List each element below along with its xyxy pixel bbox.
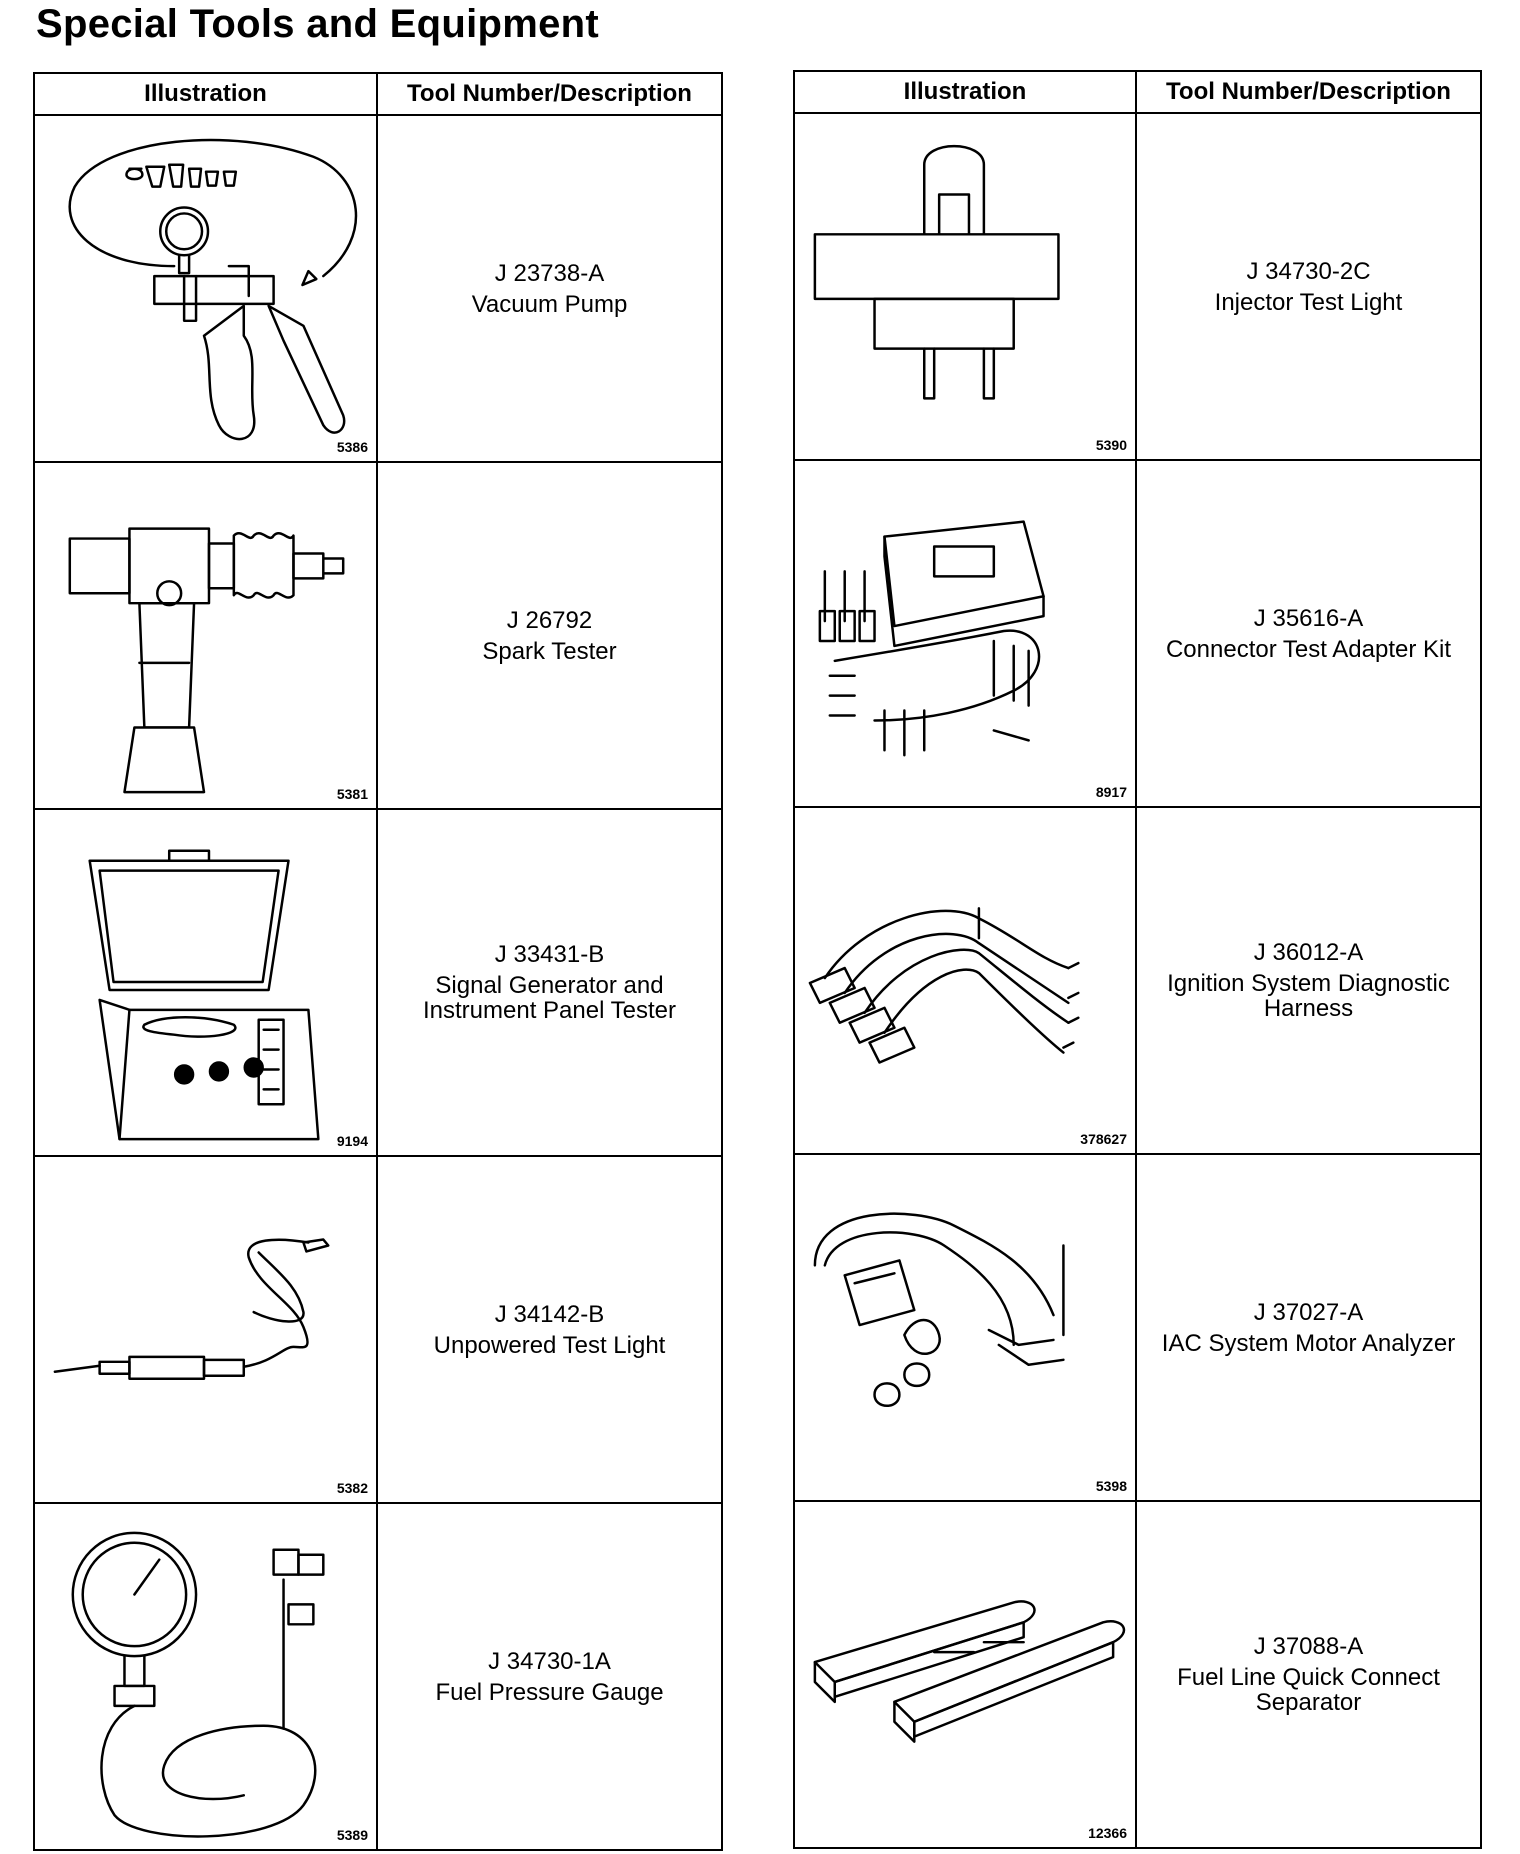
tool-description-cell: J 36012-A Ignition System Diagnostic Har… xyxy=(1135,806,1482,1155)
illustration-cell: 5382 xyxy=(33,1155,378,1504)
diagnostic-harness-icon xyxy=(808,907,1080,1064)
illustration-cell: 9194 xyxy=(33,808,378,1157)
iac-analyzer-icon xyxy=(813,1212,1065,1408)
figure-number: 5382 xyxy=(336,1480,368,1496)
figure-number: 5389 xyxy=(336,1827,368,1843)
tool-description-cell: J 33431-B Signal Generator and Instrumen… xyxy=(376,808,723,1157)
figure-number: 9194 xyxy=(336,1133,368,1149)
illustration-cell: 378627 xyxy=(793,806,1137,1155)
illustration-header: Illustration xyxy=(793,70,1137,114)
tool-number-header: Tool Number/Description xyxy=(376,72,723,116)
illustration-cell: 5386 xyxy=(33,114,378,463)
tool-description: IAC System Motor Analyzer xyxy=(1161,1329,1456,1357)
table-row: 5386 J 23738-A Vacuum Pump xyxy=(33,114,723,463)
tool-description: Vacuum Pump xyxy=(471,290,628,318)
figure-number: 378627 xyxy=(1080,1131,1127,1147)
tool-number: J 33431-B xyxy=(494,941,605,968)
tool-description: Unpowered Test Light xyxy=(433,1331,666,1359)
tool-description: Fuel Pressure Gauge xyxy=(435,1678,664,1706)
figure-number: 12366 xyxy=(1088,1825,1127,1841)
tool-number-header: Tool Number/Description xyxy=(1135,70,1482,114)
table-header-row: Illustration Tool Number/Description xyxy=(793,70,1482,114)
tool-description: Injector Test Light xyxy=(1214,288,1403,316)
tool-description: Connector Test Adapter Kit xyxy=(1165,635,1452,663)
tools-table-right: Illustration Tool Number/Description 539… xyxy=(793,70,1482,1849)
figure-number: 5381 xyxy=(336,786,368,802)
tool-description-cell: J 37027-A IAC System Motor Analyzer xyxy=(1135,1153,1482,1502)
table-row: 8917 J 35616-A Connector Test Adapter Ki… xyxy=(793,459,1482,808)
tool-description-cell: J 34142-B Unpowered Test Light xyxy=(376,1155,723,1504)
signal-generator-icon xyxy=(88,849,320,1141)
table-row: 5398 J 37027-A IAC System Motor Analyzer xyxy=(793,1153,1482,1502)
quick-connect-separator-icon xyxy=(813,1600,1126,1743)
illustration-cell: 5389 xyxy=(33,1502,378,1851)
tool-description-cell: J 35616-A Connector Test Adapter Kit xyxy=(1135,459,1482,808)
illustration-cell: 12366 xyxy=(793,1500,1137,1849)
tool-number: J 37088-A xyxy=(1253,1633,1364,1660)
table-row: 5382 J 34142-B Unpowered Test Light xyxy=(33,1155,723,1504)
table-row: 378627 J 36012-A Ignition System Diagnos… xyxy=(793,806,1482,1155)
figure-number: 5390 xyxy=(1095,437,1127,453)
table-row: 5381 J 26792 Spark Tester xyxy=(33,461,723,810)
illustration-cell: 8917 xyxy=(793,459,1137,808)
tools-table-left: Illustration Tool Number/Description 538… xyxy=(33,72,723,1851)
tool-description: Signal Generator and Instrument Panel Te… xyxy=(422,972,677,1024)
page-title: Special Tools and Equipment xyxy=(36,2,599,46)
tool-description-cell: J 26792 Spark Tester xyxy=(376,461,723,810)
tool-number: J 34730-2C xyxy=(1246,257,1371,285)
tool-number: J 26792 xyxy=(506,606,593,634)
fuel-pressure-gauge-icon xyxy=(71,1531,325,1838)
injector-test-light-icon xyxy=(813,144,1060,400)
table-row: 5389 J 34730-1A Fuel Pressure Gauge xyxy=(33,1502,723,1851)
tool-number: J 35616-A xyxy=(1253,604,1364,632)
tool-description: Ignition System Diagnostic Harness xyxy=(1167,970,1450,1022)
figure-number: 8917 xyxy=(1095,784,1127,800)
table-row: 12366 J 37088-A Fuel Line Quick Connect … xyxy=(793,1500,1482,1849)
tool-number: J 34142-B xyxy=(494,1300,605,1328)
table-row: 9194 J 33431-B Signal Generator and Inst… xyxy=(33,808,723,1157)
tool-number: J 34730-1A xyxy=(488,1647,611,1675)
vacuum-pump-icon xyxy=(68,138,358,441)
tool-description-cell: J 37088-A Fuel Line Quick Connect Separa… xyxy=(1135,1500,1482,1849)
table-row: 5390 J 34730-2C Injector Test Light xyxy=(793,112,1482,461)
tool-description-cell: J 34730-2C Injector Test Light xyxy=(1135,112,1482,461)
tool-number: J 23738-A xyxy=(494,259,605,287)
spark-tester-icon xyxy=(68,527,345,794)
figure-number: 5386 xyxy=(336,439,368,455)
test-light-icon xyxy=(53,1238,330,1380)
tool-description-cell: J 23738-A Vacuum Pump xyxy=(376,114,723,463)
connector-adapter-kit-icon xyxy=(818,520,1045,757)
tool-description: Fuel Line Quick Connect Separator xyxy=(1177,1664,1440,1716)
illustration-cell: 5381 xyxy=(33,461,378,810)
table-header-row: Illustration Tool Number/Description xyxy=(33,72,723,116)
illustration-cell: 5390 xyxy=(793,112,1137,461)
tool-description-cell: J 34730-1A Fuel Pressure Gauge xyxy=(376,1502,723,1851)
figure-number: 5398 xyxy=(1095,1478,1127,1494)
tool-number: J 36012-A xyxy=(1253,939,1364,966)
tool-number: J 37027-A xyxy=(1253,1298,1364,1326)
tool-description: Spark Tester xyxy=(482,637,617,665)
illustration-cell: 5398 xyxy=(793,1153,1137,1502)
illustration-header: Illustration xyxy=(33,72,378,116)
